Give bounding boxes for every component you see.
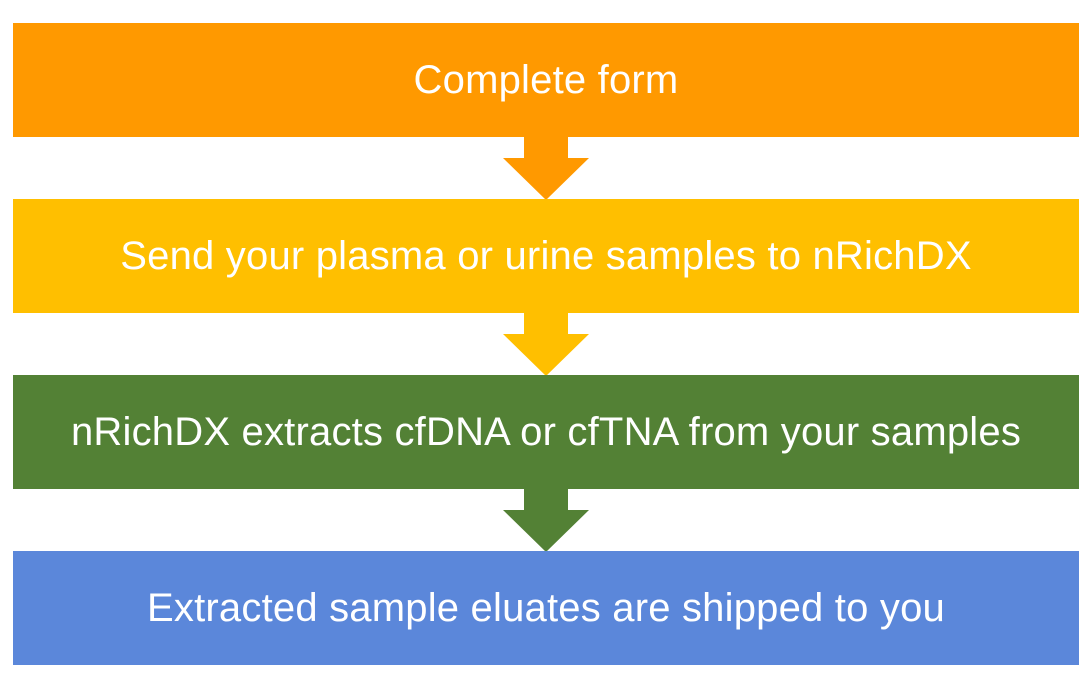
arrow-down-icon <box>503 136 589 200</box>
step-label: Complete form <box>413 57 679 102</box>
arrow-down-icon <box>503 488 589 552</box>
step-send-samples: Send your plasma or urine samples to nRi… <box>13 199 1079 313</box>
step-label: nRichDX extracts cfDNA or cfTNA from you… <box>70 409 1022 454</box>
step-complete-form: Complete form <box>13 23 1079 137</box>
step-label: Send your plasma or urine samples to nRi… <box>120 233 972 278</box>
arrow-down-icon <box>503 312 589 376</box>
step-extraction: nRichDX extracts cfDNA or cfTNA from you… <box>13 375 1079 489</box>
step-shipped: Extracted sample eluates are shipped to … <box>13 551 1079 665</box>
step-label: Extracted sample eluates are shipped to … <box>147 585 945 630</box>
